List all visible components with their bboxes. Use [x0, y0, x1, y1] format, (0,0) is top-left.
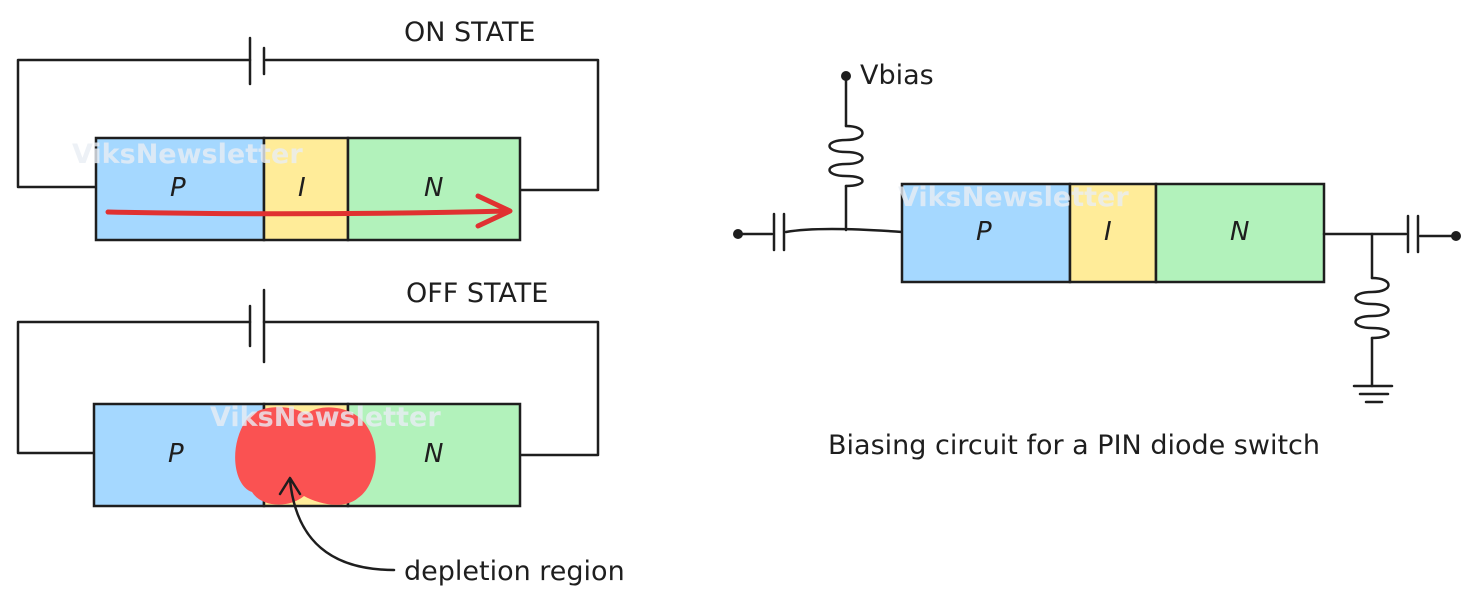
- on-p-region: [94, 136, 266, 242]
- output-capacitor-icon: [1406, 214, 1420, 254]
- on-p-label: P: [170, 173, 186, 203]
- vbias-inductor-icon: [828, 124, 864, 188]
- on-n-region: [346, 136, 522, 242]
- on-i-region: [262, 136, 350, 242]
- bias-p-label: P: [976, 217, 992, 247]
- bias-circuit-diagram: Vbias ViksNewsletter P I N Biasing circu…: [733, 60, 1461, 461]
- bias-p-region: [900, 182, 1072, 284]
- depletion-region-blob: [235, 407, 376, 505]
- on-state-battery-icon: [248, 36, 266, 86]
- on-watermark: ViksNewsletter: [72, 139, 303, 170]
- input-to-diode-wire: [784, 227, 904, 234]
- bias-i-label: I: [1104, 217, 1112, 247]
- off-state-wire: [16, 320, 600, 457]
- shunt-inductor-icon: [1354, 276, 1390, 340]
- vbias-label: Vbias: [860, 60, 934, 91]
- on-state-wire: [16, 58, 600, 192]
- on-state-title: ON STATE: [404, 17, 536, 48]
- bias-caption: Biasing circuit for a PIN diode switch: [828, 430, 1320, 461]
- depletion-pointer-arrow-icon: [278, 476, 396, 572]
- off-p-label: P: [168, 439, 184, 469]
- depletion-region-label: depletion region: [404, 556, 625, 587]
- off-state-title: OFF STATE: [406, 278, 548, 309]
- ground-icon: [1352, 384, 1394, 404]
- on-n-label: N: [424, 173, 443, 203]
- off-watermark: ViksNewsletter: [210, 402, 441, 433]
- current-flow-arrow-icon: [105, 193, 513, 229]
- off-state-battery-icon: [248, 288, 266, 364]
- on-i-label: I: [298, 173, 306, 203]
- on-state-diagram: ON STATE ViksNewsletter P I N: [16, 17, 600, 242]
- off-n-label: N: [424, 439, 443, 469]
- bias-i-region: [1068, 182, 1158, 284]
- bias-watermark: ViksNewsletter: [898, 182, 1129, 213]
- output-node: [1451, 231, 1461, 241]
- off-state-diagram: OFF STATE ViksNewsletter P N depletion r…: [16, 278, 625, 587]
- bias-n-label: N: [1230, 217, 1249, 247]
- input-capacitor-icon: [772, 212, 786, 252]
